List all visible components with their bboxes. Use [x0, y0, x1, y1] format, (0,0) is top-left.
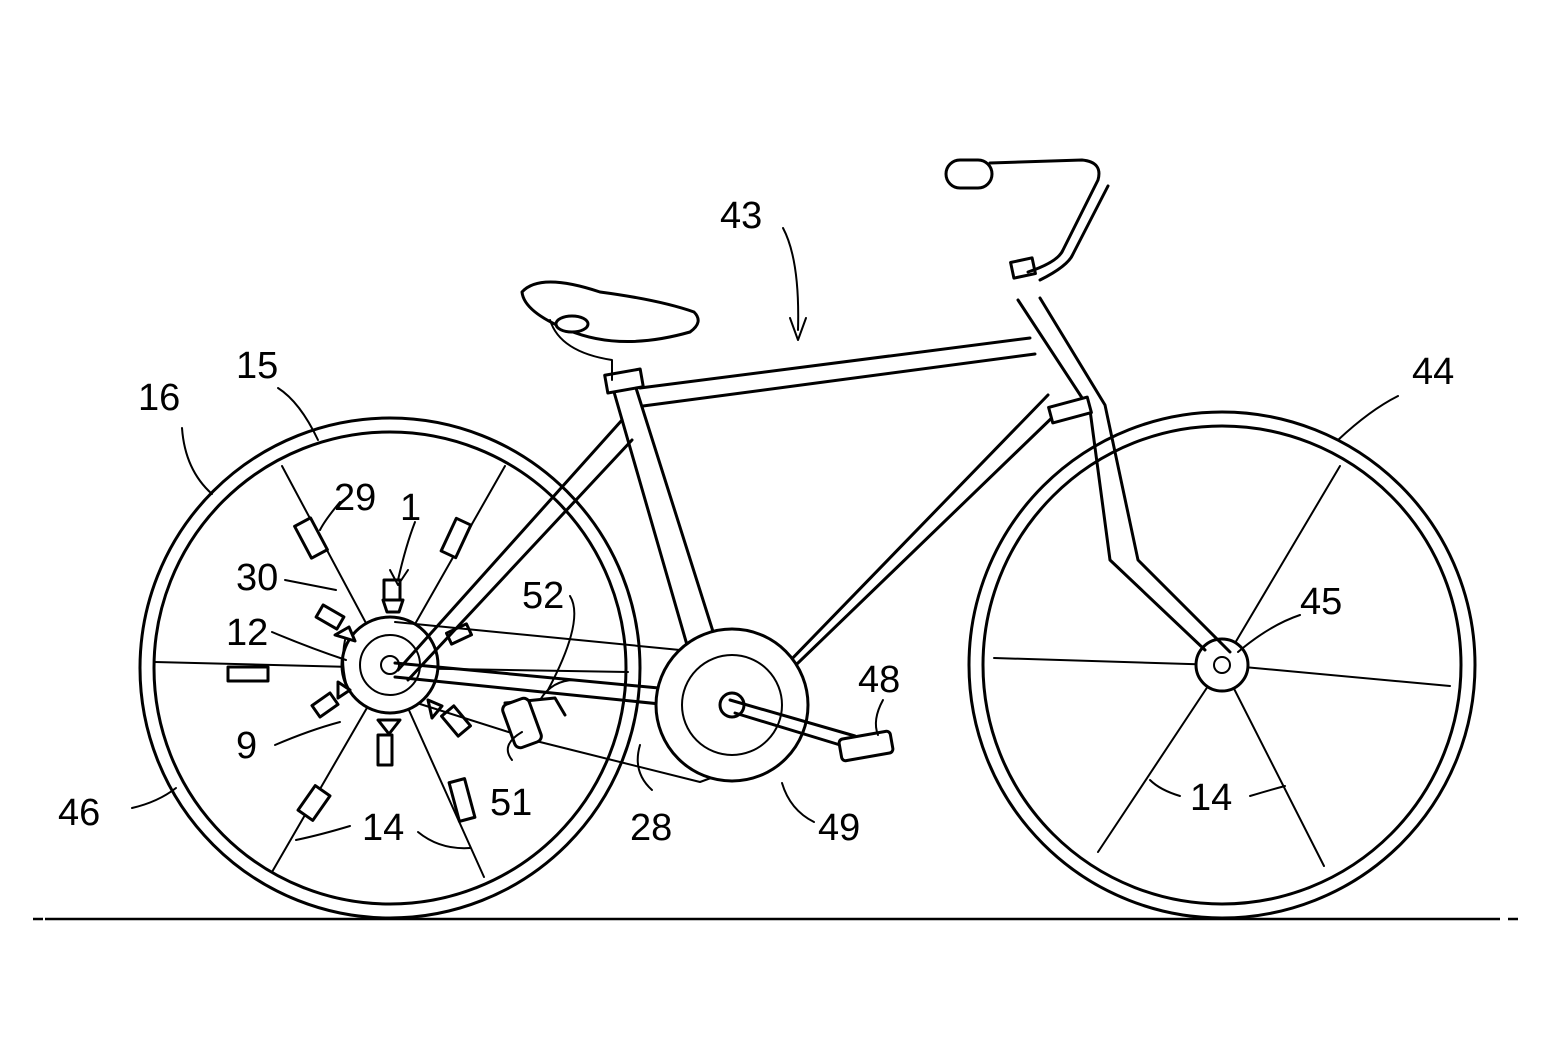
label-upper-arm: 52 — [522, 575, 564, 617]
drivetrain — [394, 621, 895, 783]
label-lower-arm: 51 — [490, 782, 532, 824]
leader-lines — [131, 227, 1399, 850]
label-assembly: 43 — [720, 195, 762, 237]
label-spokes-front: 14 — [1190, 777, 1232, 819]
front-wheel — [967, 410, 1477, 920]
label-spokes-rear: 14 — [362, 807, 404, 849]
label-rear-wheel: 46 — [58, 792, 100, 834]
label-pedal: 48 — [858, 659, 900, 701]
label-emitter: 29 — [334, 477, 376, 519]
reference-labels: 43 44 45 48 49 28 51 52 16 15 1 29 30 12… — [58, 195, 1454, 849]
label-hub-body: 9 — [236, 725, 257, 767]
label-hub-cover: 12 — [226, 612, 268, 654]
label-rim-inner: 15 — [236, 345, 278, 387]
label-front-hub: 45 — [1300, 581, 1342, 623]
rear-hub-device — [226, 516, 477, 823]
label-front-wheel: 44 — [1412, 351, 1454, 393]
label-emitter-wire: 30 — [236, 557, 278, 599]
label-rim-outer: 16 — [138, 377, 180, 419]
bicycle-frame — [393, 158, 1232, 707]
label-chainring: 49 — [818, 807, 860, 849]
label-device: 1 — [400, 487, 421, 529]
label-chain: 28 — [630, 807, 672, 849]
